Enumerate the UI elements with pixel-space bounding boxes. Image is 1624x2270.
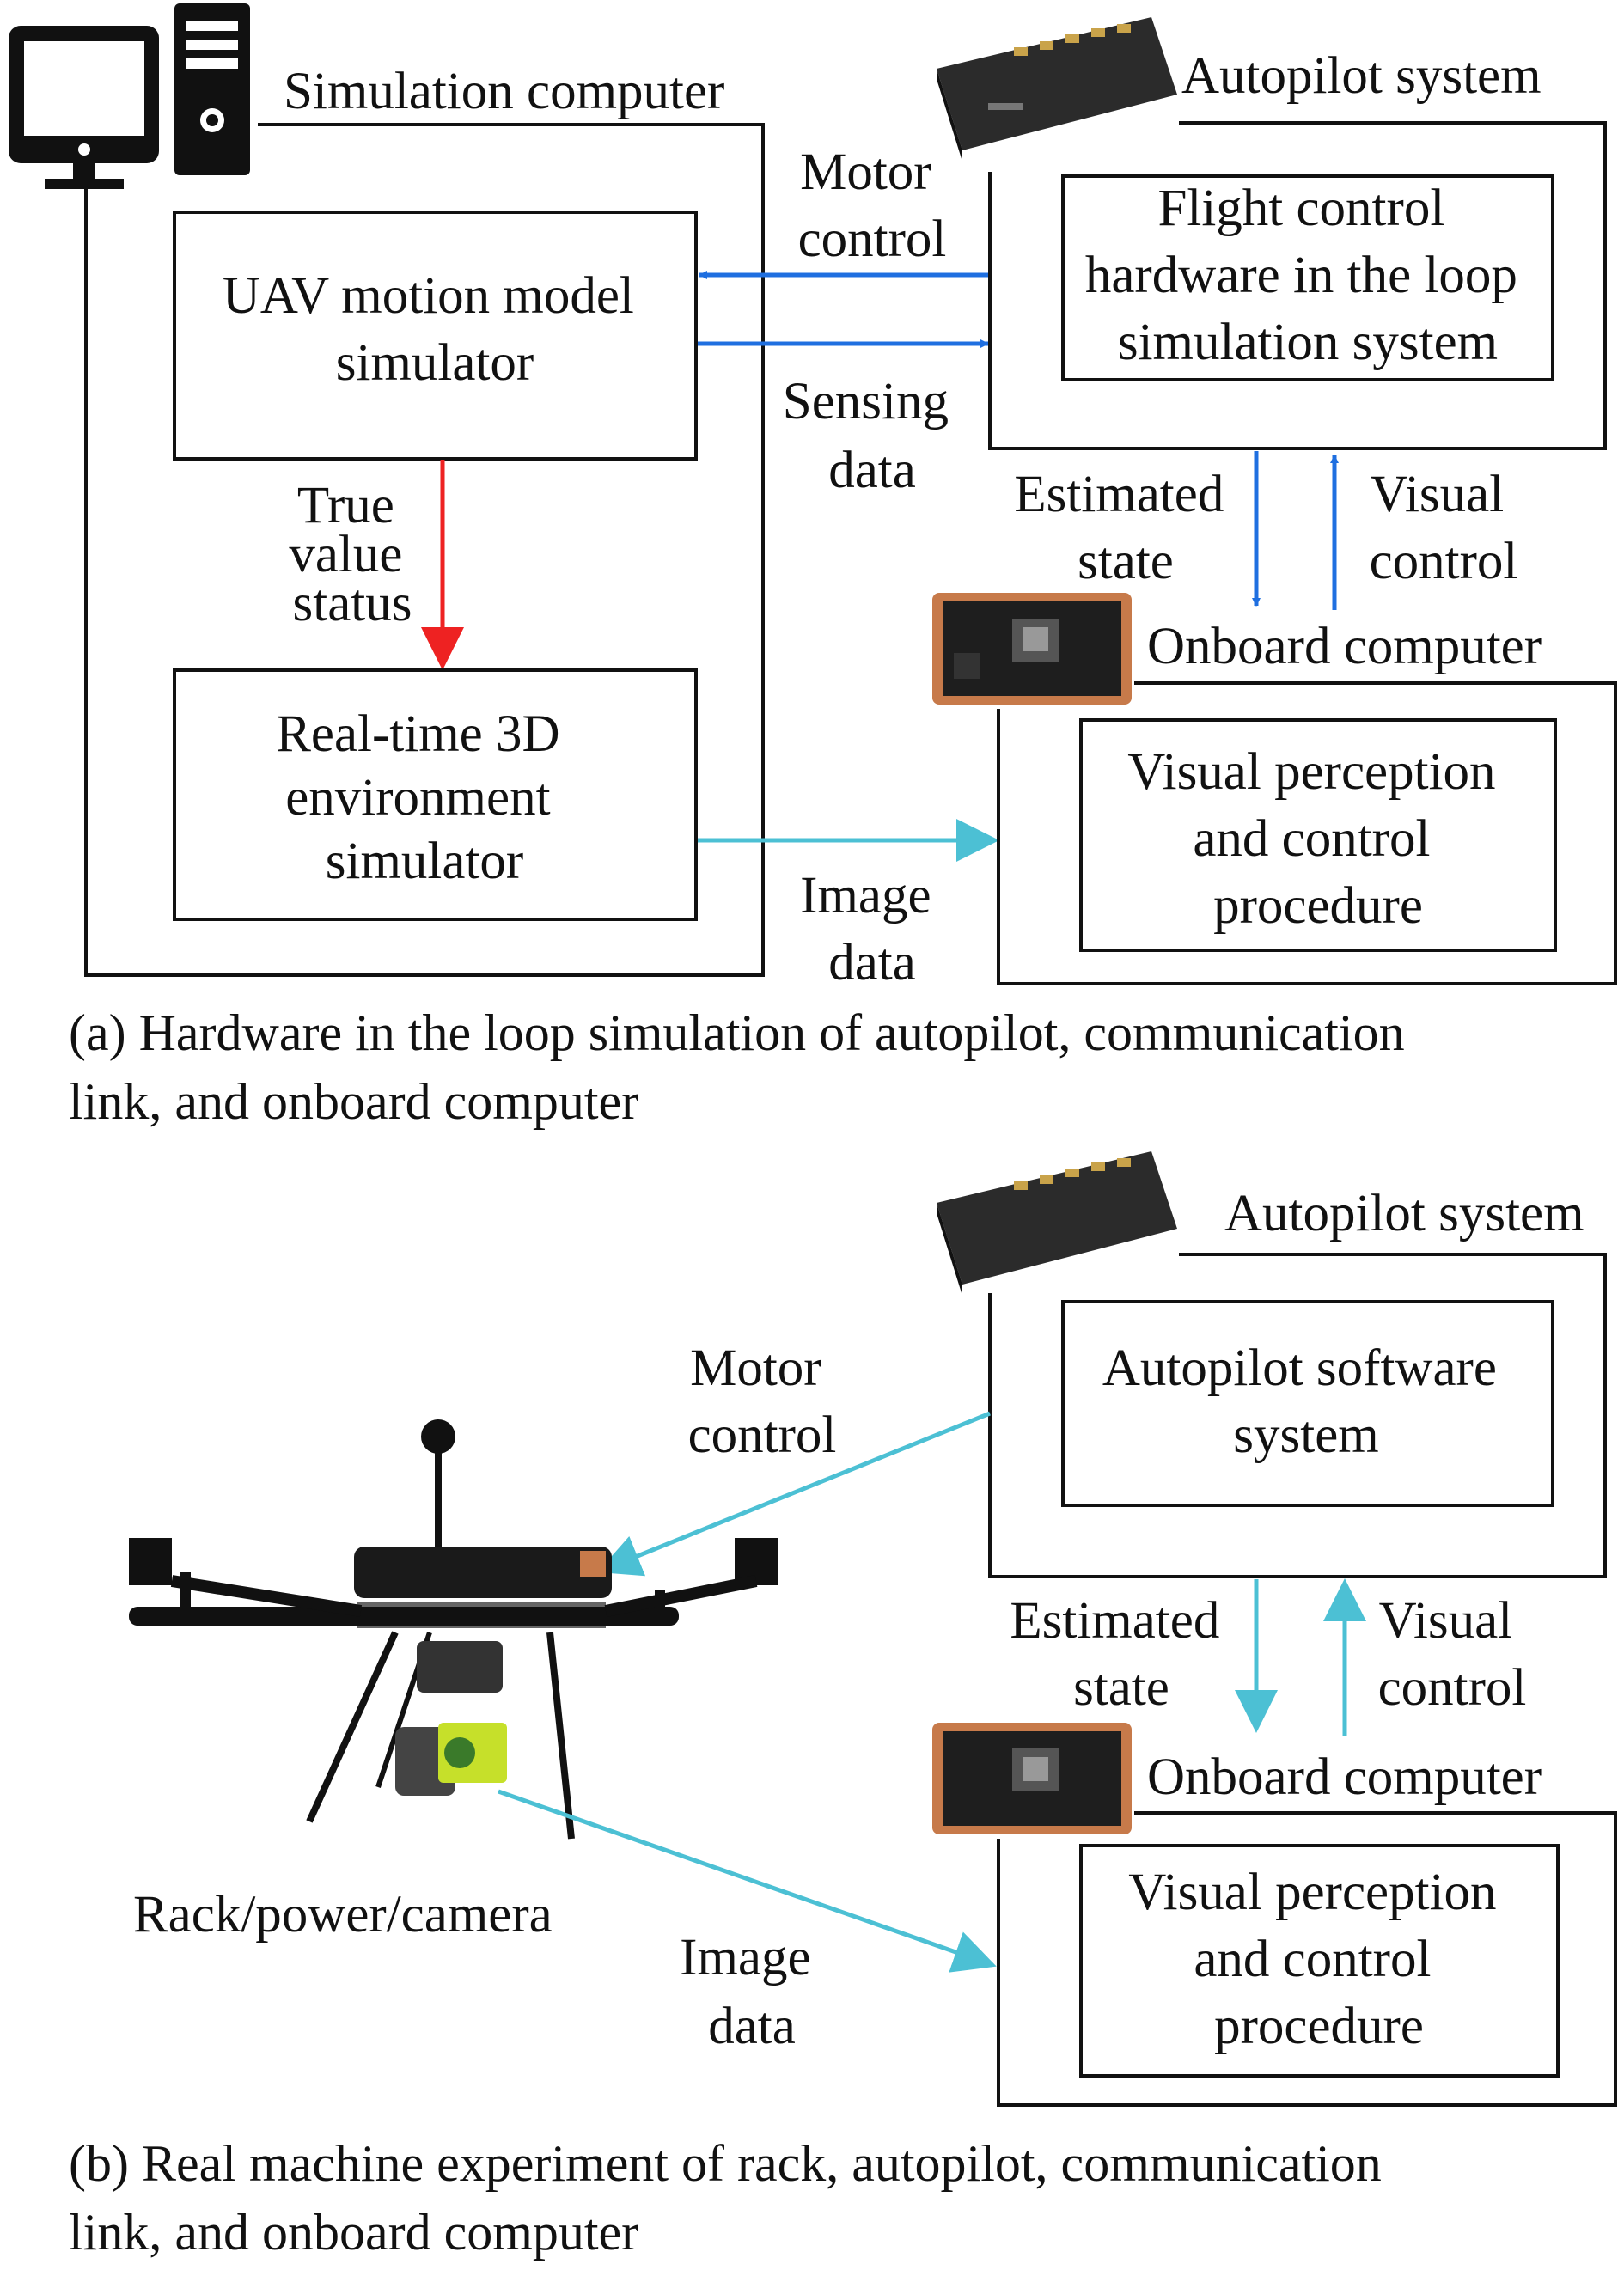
autopilot-box-text: Autopilot software system bbox=[1102, 1339, 1510, 1464]
image-data-label-a: Image data bbox=[800, 867, 944, 992]
motor-control-arrow-b bbox=[597, 1411, 991, 1577]
autopilot-frame-b bbox=[988, 1253, 1607, 1578]
visual-box-text-b: Visual perception and control procedure bbox=[1128, 1864, 1510, 2055]
flight-box-text: Flight control hardware in the loop simu… bbox=[1085, 180, 1530, 371]
visual-box-text-a: Visual perception and control procedure bbox=[1127, 743, 1509, 935]
simulation-computer-frame bbox=[84, 123, 765, 977]
simulation-computer-label: Simulation computer bbox=[284, 63, 724, 120]
onboard-computer-board-photo-b bbox=[932, 1723, 1132, 1834]
sensing-data-label: Sensing data bbox=[783, 373, 962, 499]
rack-label: Rack/power/camera bbox=[133, 1886, 553, 1944]
image-data-label-b: Image data bbox=[680, 1929, 824, 2055]
onboard-frame-a bbox=[997, 681, 1617, 985]
onboard-label-b: Onboard computer bbox=[1147, 1748, 1542, 1806]
autopilot-software-box bbox=[1061, 1300, 1554, 1507]
uav-box-text: UAV motion model simulator bbox=[223, 267, 647, 392]
autopilot-frame-a bbox=[988, 121, 1607, 450]
autopilot-board-photo bbox=[937, 17, 1177, 162]
env-box-text: Real-time 3D environment simulator bbox=[276, 705, 573, 890]
autopilot-label-a: Autopilot system bbox=[1181, 47, 1542, 105]
visual-perception-box-a bbox=[1079, 718, 1557, 952]
desktop-computer-icon bbox=[9, 3, 250, 189]
motor-control-label-a: Motor control bbox=[798, 143, 947, 268]
autopilot-board-photo-b bbox=[937, 1151, 1177, 1296]
caption-a: (a) Hardware in the loop simulation of a… bbox=[69, 1004, 1418, 1130]
autopilot-label-b: Autopilot system bbox=[1224, 1185, 1584, 1242]
visual-perception-box-b bbox=[1079, 1844, 1560, 2078]
visual-control-label-b: Visual control bbox=[1378, 1592, 1527, 1717]
visual-control-label-a: Visual control bbox=[1370, 466, 1518, 590]
image-data-arrow-b bbox=[498, 1789, 997, 1973]
quadcopter-photo bbox=[129, 1419, 778, 1840]
motor-control-label-b: Motor control bbox=[688, 1339, 837, 1464]
uav-motion-model-box bbox=[173, 211, 698, 461]
estimated-state-label-b: Estimated state bbox=[1010, 1592, 1232, 1717]
estimated-state-label-a: Estimated state bbox=[1014, 466, 1236, 590]
environment-simulator-box bbox=[173, 668, 698, 921]
flight-control-box bbox=[1061, 174, 1554, 381]
onboard-computer-board-photo bbox=[932, 593, 1132, 705]
caption-b: (b) Real machine experiment of rack, aut… bbox=[69, 2135, 1395, 2261]
onboard-label-a: Onboard computer bbox=[1147, 618, 1542, 675]
onboard-frame-b bbox=[997, 1811, 1617, 2107]
true-value-label: True value status bbox=[289, 477, 415, 632]
